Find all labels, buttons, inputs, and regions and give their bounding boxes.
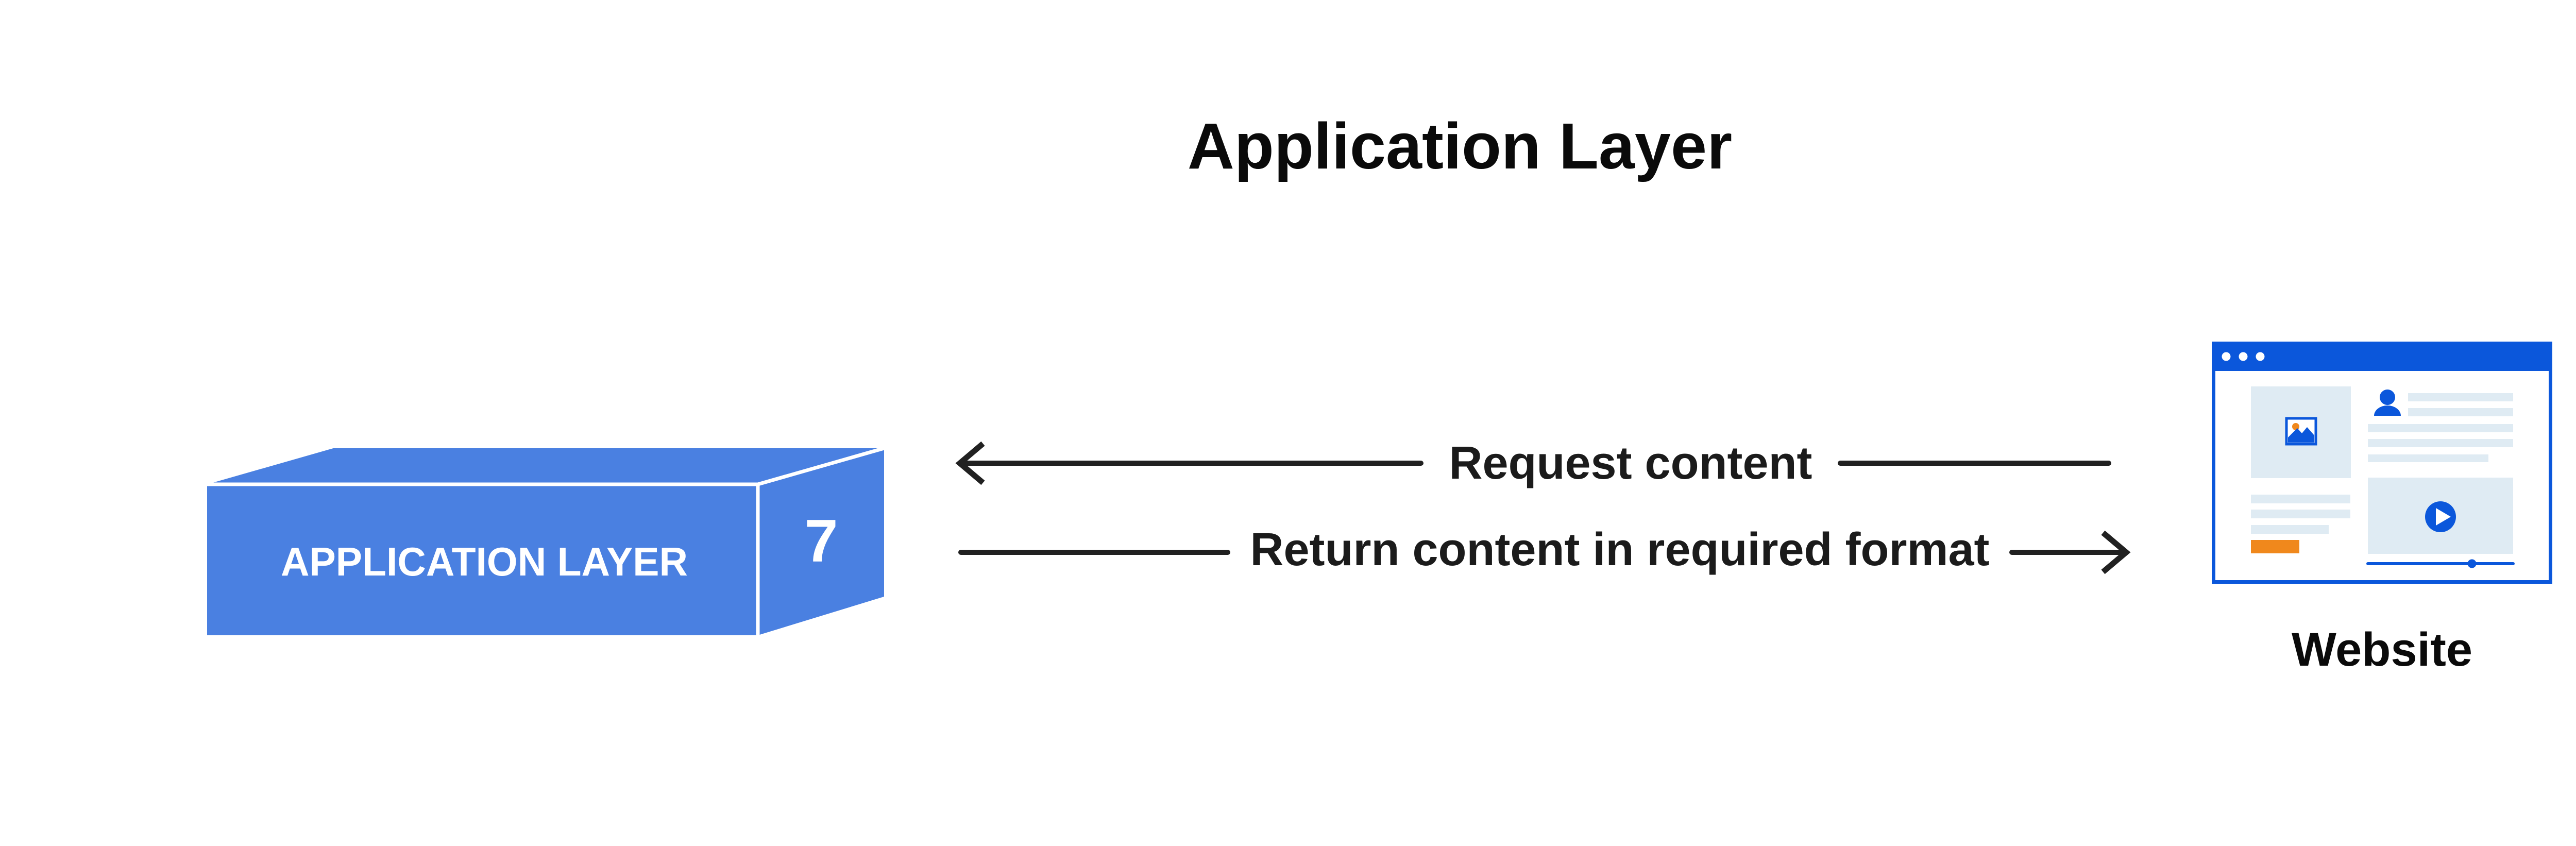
browser-border xyxy=(2212,342,2552,584)
page-title: Application Layer xyxy=(1187,110,1733,182)
play-icon xyxy=(2425,501,2456,532)
image-icon-mountains xyxy=(2288,427,2314,443)
button-placeholder xyxy=(2251,540,2299,553)
return-arrow xyxy=(958,530,2131,574)
text-line-placeholder xyxy=(2368,424,2513,432)
image-icon xyxy=(2285,417,2317,446)
window-dot-icon xyxy=(2239,352,2248,361)
window-dot-icon xyxy=(2256,352,2265,361)
browser-title-bar xyxy=(2212,342,2552,371)
text-line-placeholder xyxy=(2408,393,2513,401)
box-top-face xyxy=(207,448,884,484)
request-arrow xyxy=(955,441,2111,485)
box-layer-number: 7 xyxy=(804,507,838,574)
website-label: Website xyxy=(2291,623,2473,676)
text-line-placeholder xyxy=(2368,454,2488,462)
image-icon-sun xyxy=(2292,423,2299,430)
application-layer-box: APPLICATION LAYER 7 xyxy=(207,446,885,635)
text-line-placeholder xyxy=(2251,495,2350,503)
return-arrow-label: Return content in required format xyxy=(1250,523,1990,576)
text-line-placeholder xyxy=(2251,510,2350,518)
box-label: APPLICATION LAYER xyxy=(281,539,688,584)
person-icon xyxy=(2374,390,2401,416)
person-icon-head xyxy=(2380,390,2395,405)
website-browser-icon xyxy=(2212,342,2552,584)
box-edge-diagonal xyxy=(757,446,885,486)
box-side-face xyxy=(758,448,884,635)
text-line-placeholder xyxy=(2251,525,2329,534)
person-icon-body xyxy=(2374,405,2401,416)
window-dot-icon xyxy=(2222,352,2231,361)
play-icon-triangle xyxy=(2436,508,2451,526)
request-arrow-label: Request content xyxy=(1449,437,1812,489)
box-front-face xyxy=(207,484,758,635)
video-progress-dot xyxy=(2467,559,2477,568)
text-line-placeholder xyxy=(2368,439,2513,447)
arrow-right-icon xyxy=(2101,530,2131,574)
arrow-left-icon xyxy=(955,441,985,485)
text-line-placeholder xyxy=(2408,408,2513,416)
